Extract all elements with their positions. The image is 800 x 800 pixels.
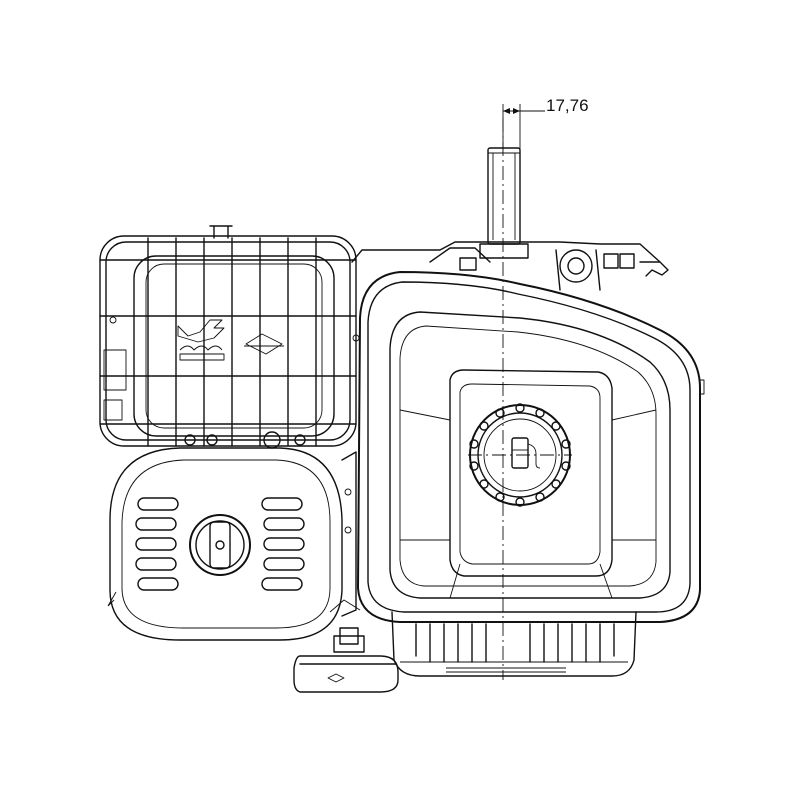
- control-lever[interactable]: [293, 627, 399, 693]
- fuel-tank: [357, 271, 705, 623]
- dimension-label: 17,76: [546, 96, 589, 115]
- fuel-pump-icon: [511, 437, 541, 469]
- crankshaft: [479, 118, 529, 680]
- dimension-annotation: 17,76: [502, 96, 589, 150]
- hot-surface-hand-icon: [177, 319, 225, 361]
- engine-body: [351, 241, 669, 291]
- muffler-guard: [99, 225, 360, 449]
- fuel-cap[interactable]: [468, 403, 572, 507]
- brand-logo: [244, 333, 284, 355]
- recoil-starter: [107, 447, 343, 641]
- engine-side-details: [329, 451, 361, 617]
